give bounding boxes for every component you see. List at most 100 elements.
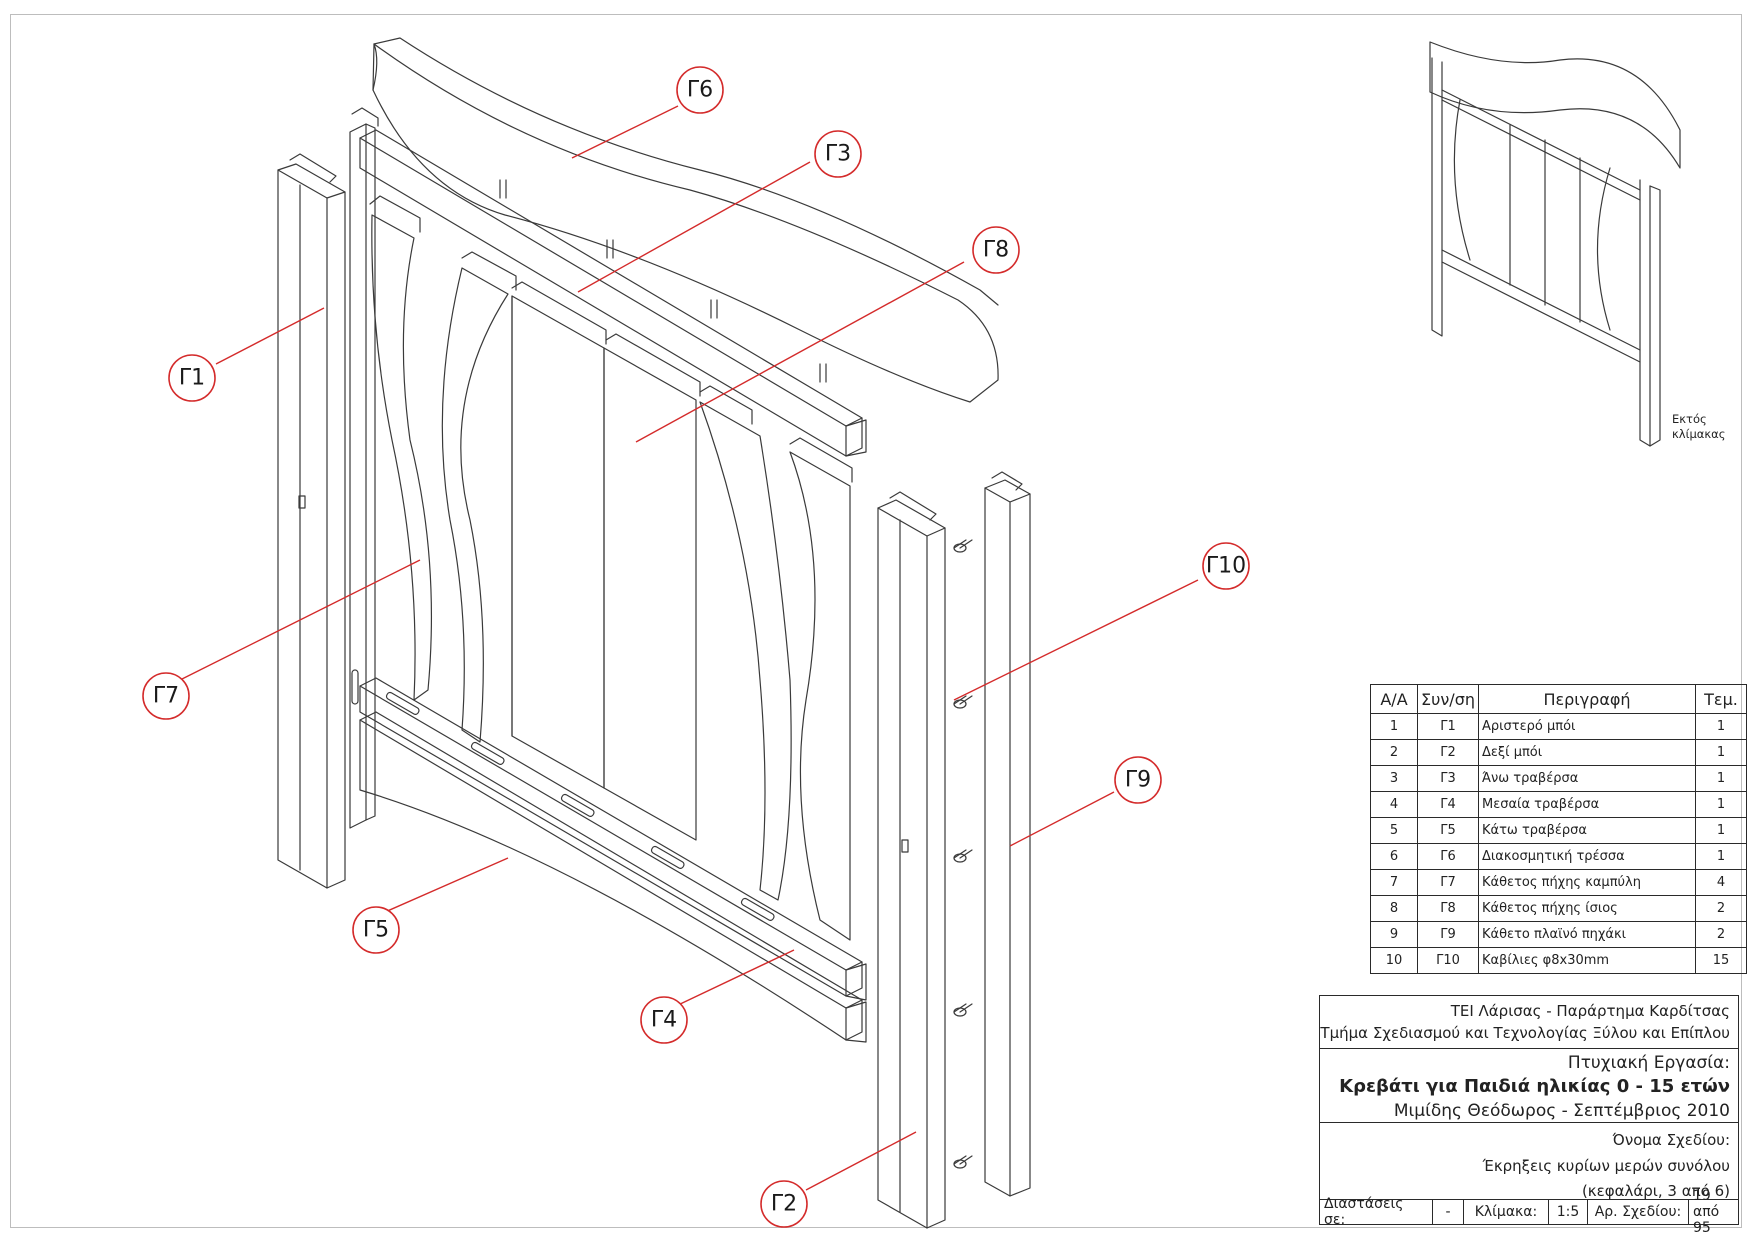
cell-description: Μεσαία τραβέρσα bbox=[1478, 791, 1696, 818]
header-description: Περιγραφή bbox=[1478, 684, 1696, 714]
balloon-g8 bbox=[972, 226, 1020, 274]
label-g6: Γ6 bbox=[687, 78, 713, 103]
cell-code: Γ2 bbox=[1417, 739, 1479, 766]
cell-qty: 2 bbox=[1695, 921, 1747, 948]
balloon-g9 bbox=[1114, 756, 1162, 804]
label-g7: Γ7 bbox=[153, 684, 179, 709]
cell-description: Καβίλιες φ8x30mm bbox=[1478, 947, 1696, 974]
cell-description: Κάθετος πήχης καμπύλη bbox=[1478, 869, 1696, 896]
tb-work-title: Κρεβάτι για Παιδιά ηλικίας 0 - 15 ετών bbox=[1339, 1076, 1730, 1097]
tb-work-section: Πτυχιακή Εργασία: Κρεβάτι για Παιδιά ηλι… bbox=[1320, 1048, 1738, 1122]
cell-qty: 15 bbox=[1695, 947, 1747, 974]
cell-no: 3 bbox=[1370, 765, 1418, 792]
tb-author: Μιμίδης Θεόδωρος - Σεπτέμβριος 2010 bbox=[1393, 1101, 1730, 1121]
cell-no: 8 bbox=[1370, 895, 1418, 922]
cell-description: Κάθετος πήχης ίσιος bbox=[1478, 895, 1696, 922]
cell-code: Γ3 bbox=[1417, 765, 1479, 792]
tb-dimensions-value: - bbox=[1433, 1200, 1464, 1224]
cell-code: Γ1 bbox=[1417, 713, 1479, 740]
tb-drawing-no-value: 19 από 95 bbox=[1693, 1188, 1720, 1236]
slats-g7-g8 bbox=[369, 195, 853, 941]
cell-code: Γ4 bbox=[1417, 791, 1479, 818]
parts-table-header: Α/Α Συν/ση Περιγραφή Τεμ. bbox=[1370, 684, 1747, 714]
cell-no: 2 bbox=[1370, 739, 1418, 766]
tb-drawing-no-label: Αρ. Σχεδίου: bbox=[1588, 1200, 1689, 1224]
assembled-headboard-view bbox=[1429, 41, 1681, 447]
cell-description: Αριστερό μπόι bbox=[1478, 713, 1696, 740]
dowels-g10 bbox=[953, 539, 973, 1169]
crest-part-g6 bbox=[372, 37, 999, 403]
balloon-g6 bbox=[676, 66, 724, 114]
balloon-g2 bbox=[760, 1180, 808, 1228]
header-qty: Τεμ. bbox=[1695, 684, 1747, 714]
header-code: Συν/ση bbox=[1417, 684, 1479, 714]
tb-drawing-section: Όνομα Σχεδίου: Έκρηξεις κυρίων μερών συν… bbox=[1320, 1122, 1738, 1202]
label-g9: Γ9 bbox=[1125, 768, 1151, 793]
tb-department: Τμήμα Σχεδιασμού και Τεχνολογίας Ξύλου κ… bbox=[1320, 1024, 1730, 1042]
cell-code: Γ6 bbox=[1417, 843, 1479, 870]
cell-code: Γ10 bbox=[1417, 947, 1479, 974]
cell-no: 9 bbox=[1370, 921, 1418, 948]
top-rail-g3 bbox=[359, 129, 867, 457]
cell-no: 4 bbox=[1370, 791, 1418, 818]
label-g10: Γ10 bbox=[1206, 554, 1246, 579]
cell-description: Διακοσμητική τρέσσα bbox=[1478, 843, 1696, 870]
bottom-rail-g5 bbox=[359, 711, 867, 1043]
header-no: Α/Α bbox=[1370, 684, 1418, 714]
cell-qty: 4 bbox=[1695, 869, 1747, 896]
balloon-g10 bbox=[1202, 542, 1250, 590]
cell-description: Κάθετο πλαϊνό πηχάκι bbox=[1478, 921, 1696, 948]
balloon-g7 bbox=[142, 672, 190, 720]
outside-scale-note: Εκτός κλίμακας bbox=[1672, 412, 1725, 442]
side-strip-g9 bbox=[984, 471, 1031, 1197]
label-g1: Γ1 bbox=[179, 366, 205, 391]
balloon-g1 bbox=[168, 354, 216, 402]
middle-rail-g4 bbox=[359, 677, 867, 1001]
label-g5: Γ5 bbox=[363, 918, 389, 943]
tb-work-label: Πτυχιακή Εργασία: bbox=[1567, 1053, 1730, 1073]
cell-description: Δεξί μπόι bbox=[1478, 739, 1696, 766]
cell-qty: 1 bbox=[1695, 765, 1747, 792]
cell-description: Άνω τραβέρσα bbox=[1478, 765, 1696, 792]
left-post-g1 bbox=[277, 153, 346, 889]
cell-qty: 1 bbox=[1695, 713, 1747, 740]
cell-code: Γ5 bbox=[1417, 817, 1479, 844]
cell-no: 10 bbox=[1370, 947, 1418, 974]
tb-bottom-row: Διαστάσεις σε: - Κλίμακα: 1:5 Αρ. Σχεδίο… bbox=[1320, 1188, 1738, 1236]
balloon-g3 bbox=[814, 130, 862, 178]
tb-drawing-sub: (κεφαλάρι, 3 από 6) bbox=[1581, 1182, 1730, 1200]
cell-qty: 1 bbox=[1695, 791, 1747, 818]
cell-no: 6 bbox=[1370, 843, 1418, 870]
label-g2: Γ2 bbox=[771, 1192, 797, 1217]
cell-no: 5 bbox=[1370, 817, 1418, 844]
cell-code: Γ9 bbox=[1417, 921, 1479, 948]
tb-scale-value: 1:5 bbox=[1549, 1200, 1588, 1224]
cell-no: 7 bbox=[1370, 869, 1418, 896]
tb-scale-label: Κλίμακα: bbox=[1464, 1200, 1549, 1224]
cell-description: Κάτω τραβέρσα bbox=[1478, 817, 1696, 844]
balloon-g4 bbox=[640, 996, 688, 1044]
cell-no: 1 bbox=[1370, 713, 1418, 740]
cell-code: Γ8 bbox=[1417, 895, 1479, 922]
right-post-g2 bbox=[877, 491, 946, 1229]
label-g4: Γ4 bbox=[651, 1008, 677, 1033]
cell-qty: 1 bbox=[1695, 817, 1747, 844]
tb-dimensions-label: Διαστάσεις σε: bbox=[1320, 1196, 1433, 1228]
drawing-frame bbox=[10, 14, 1742, 1228]
label-g8: Γ8 bbox=[983, 238, 1009, 263]
balloon-g5 bbox=[352, 906, 400, 954]
outside-scale-line-2: κλίμακας bbox=[1672, 427, 1726, 441]
cell-qty: 1 bbox=[1695, 739, 1747, 766]
cell-code: Γ7 bbox=[1417, 869, 1479, 896]
